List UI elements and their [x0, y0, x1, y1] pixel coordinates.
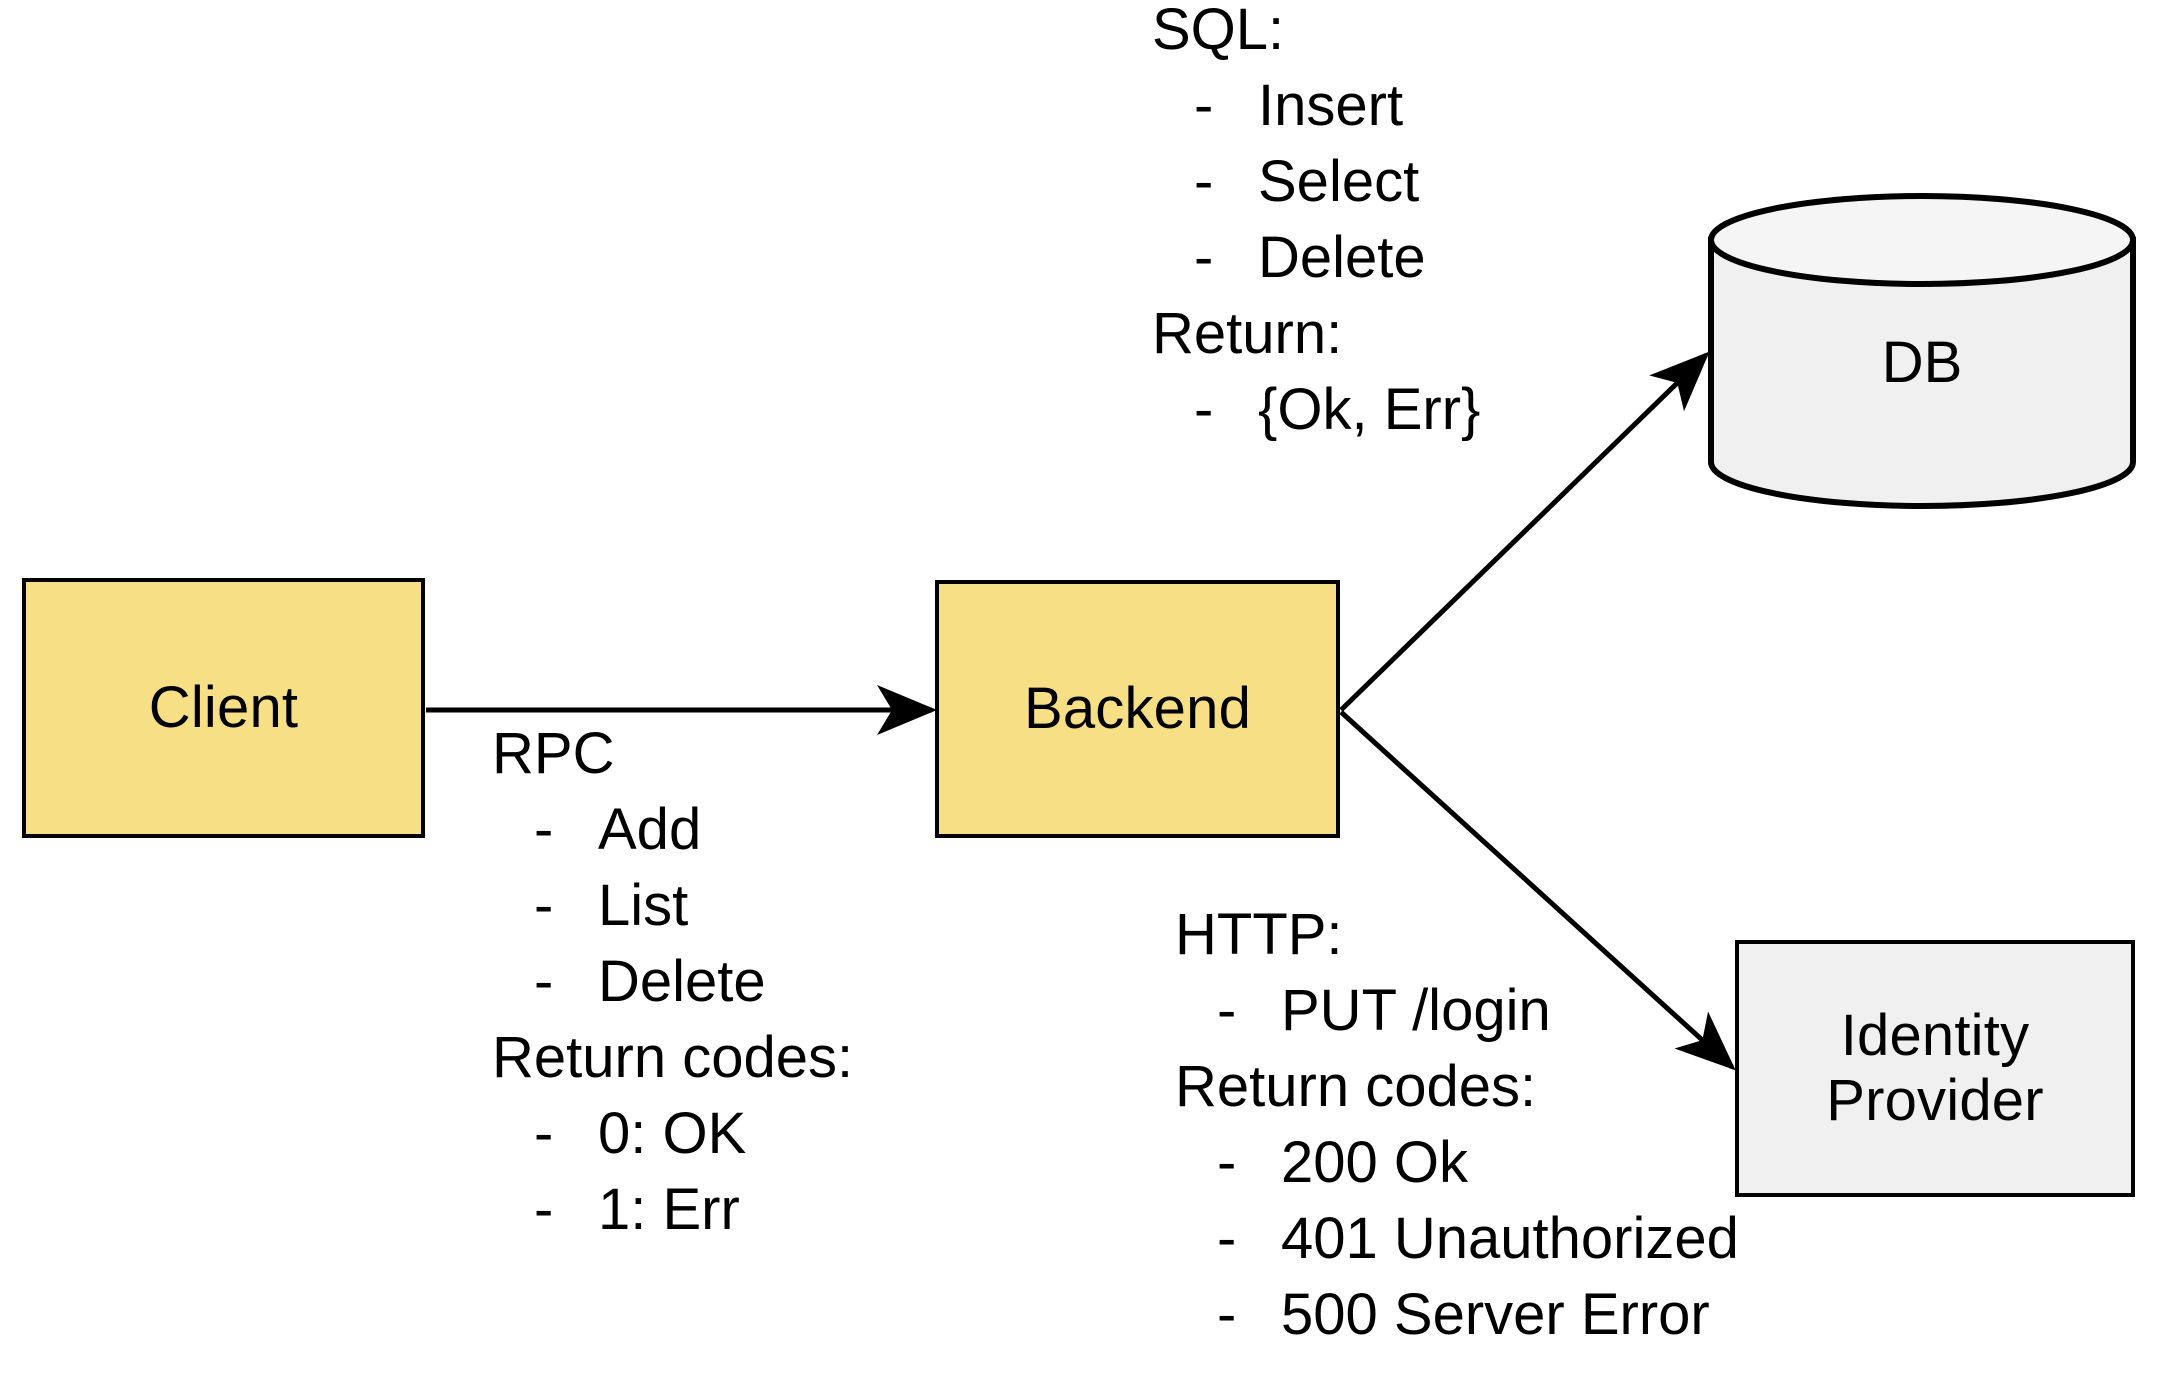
annotation-sql: SQL: -Insert -Select -Delete Return: -{O…	[1152, 0, 1480, 448]
node-db-label-wrap: DB	[1708, 193, 2136, 509]
annotation-rpc-method: -Add	[492, 792, 853, 868]
node-identity-provider-label-wrap: Identity Provider	[1826, 1002, 2044, 1134]
annotation-sql-method-label: Delete	[1258, 225, 1426, 290]
node-client[interactable]: Client	[22, 578, 425, 838]
bullet-dash-icon: -	[1194, 225, 1214, 290]
bullet-dash-icon: -	[534, 873, 554, 938]
annotation-rpc: RPC -Add -List -Delete Return codes: -0:…	[492, 716, 853, 1248]
bullet-dash-icon: -	[1217, 1130, 1237, 1195]
annotation-rpc-return-label: 0: OK	[598, 1101, 747, 1166]
annotation-http-return-label: 401 Unauthorized	[1281, 1206, 1739, 1271]
annotation-rpc-method-label: Add	[598, 797, 702, 862]
annotation-rpc-return-label: 1: Err	[598, 1177, 740, 1242]
node-backend[interactable]: Backend	[935, 580, 1340, 838]
bullet-dash-icon: -	[534, 797, 554, 862]
annotation-sql-method: -Insert	[1152, 68, 1480, 144]
annotation-sql-return: -{Ok, Err}	[1152, 372, 1480, 448]
node-client-label: Client	[148, 674, 299, 740]
annotation-sql-heading: SQL:	[1152, 0, 1285, 62]
annotation-http-method-label: PUT /login	[1281, 978, 1551, 1043]
annotation-http-return-label: 500 Server Error	[1281, 1282, 1710, 1347]
annotation-http-return-label: 200 Ok	[1281, 1130, 1468, 1195]
node-backend-label: Backend	[1023, 675, 1252, 741]
annotation-rpc-return: -1: Err	[492, 1172, 853, 1248]
annotation-sql-return-label: {Ok, Err}	[1258, 377, 1481, 442]
annotation-rpc-method: -Delete	[492, 944, 853, 1020]
bullet-dash-icon: -	[1217, 1206, 1237, 1271]
annotation-http-return: -401 Unauthorized	[1175, 1201, 1739, 1277]
annotation-http-return: -200 Ok	[1175, 1125, 1739, 1201]
annotation-sql-return-heading: Return:	[1152, 301, 1343, 366]
annotation-rpc-return: -0: OK	[492, 1096, 853, 1172]
annotation-http-heading: HTTP:	[1175, 902, 1343, 967]
annotation-http: HTTP: -PUT /login Return codes: -200 Ok …	[1175, 897, 1739, 1353]
annotation-sql-method-label: Select	[1258, 149, 1420, 214]
bullet-dash-icon: -	[1194, 377, 1214, 442]
bullet-dash-icon: -	[1217, 978, 1237, 1043]
node-db[interactable]: DB	[1708, 193, 2136, 509]
node-identity-provider[interactable]: Identity Provider	[1735, 940, 2135, 1197]
annotation-sql-method: -Select	[1152, 144, 1480, 220]
bullet-dash-icon: -	[534, 949, 554, 1014]
annotation-http-return-heading: Return codes:	[1175, 1054, 1537, 1119]
annotation-http-method: -PUT /login	[1175, 973, 1739, 1049]
annotation-rpc-method-label: List	[598, 873, 689, 938]
annotation-rpc-heading: RPC	[492, 721, 615, 786]
annotation-http-return: -500 Server Error	[1175, 1277, 1739, 1353]
bullet-dash-icon: -	[534, 1101, 554, 1166]
database-cylinder-icon	[1708, 193, 2136, 509]
bullet-dash-icon: -	[1194, 149, 1214, 214]
annotation-rpc-return-heading: Return codes:	[492, 1025, 854, 1090]
node-identity-provider-label-line1: Identity	[1840, 1002, 2030, 1068]
bullet-dash-icon: -	[1217, 1282, 1237, 1347]
node-identity-provider-label-line2: Provider	[1826, 1067, 2044, 1133]
annotation-sql-method: -Delete	[1152, 220, 1480, 296]
node-db-label: DB	[1881, 329, 1963, 395]
annotation-rpc-method-label: Delete	[598, 949, 766, 1014]
bullet-dash-icon: -	[534, 1177, 554, 1242]
annotation-rpc-method: -List	[492, 868, 853, 944]
annotation-sql-method-label: Insert	[1258, 73, 1404, 138]
bullet-dash-icon: -	[1194, 73, 1214, 138]
